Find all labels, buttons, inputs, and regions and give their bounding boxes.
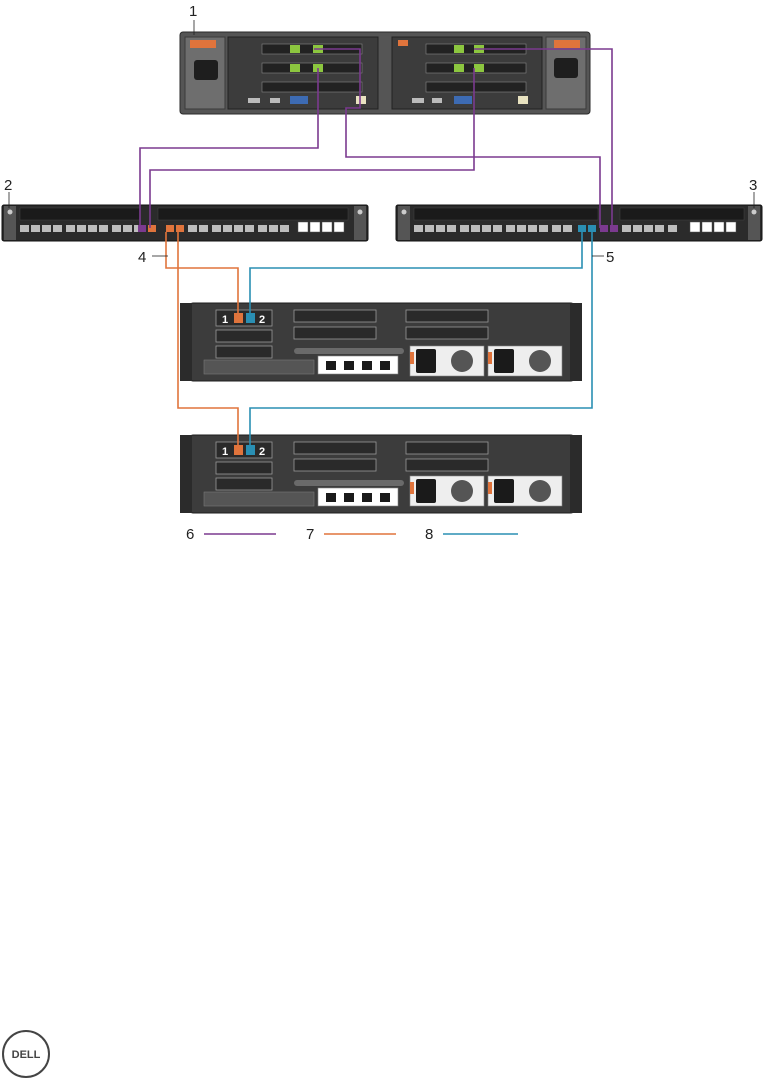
callout-4: 4	[138, 249, 168, 266]
callout-4-label: 4	[138, 249, 146, 266]
callout-1: 1	[189, 3, 197, 35]
callout-2: 2	[4, 177, 12, 208]
svg-text:DELL: DELL	[12, 1049, 41, 1061]
legend-6-label: 6	[186, 526, 194, 543]
server-1: 1 2	[180, 303, 582, 381]
callout-1-label: 1	[189, 3, 197, 20]
nic-port-1-label: 1	[222, 314, 228, 326]
server-2: 1 2	[180, 435, 582, 513]
legend-7-label: 7	[306, 526, 314, 543]
legend: 6 7 8	[186, 526, 518, 543]
nic-port-2-label: 2	[259, 446, 265, 458]
callout-3-label: 3	[749, 177, 757, 194]
nic-port-2-label: 2	[259, 314, 265, 326]
nic-port-1-label: 1	[222, 446, 228, 458]
callout-5: 5	[592, 249, 614, 266]
network-switch-2	[396, 205, 762, 241]
dell-logo: DELL	[3, 1031, 49, 1077]
legend-8-label: 8	[425, 526, 433, 543]
callout-5-label: 5	[606, 249, 614, 266]
storage-array	[180, 32, 590, 114]
network-switch-1	[2, 205, 368, 241]
callout-3: 3	[749, 177, 757, 208]
callout-2-label: 2	[4, 177, 12, 194]
